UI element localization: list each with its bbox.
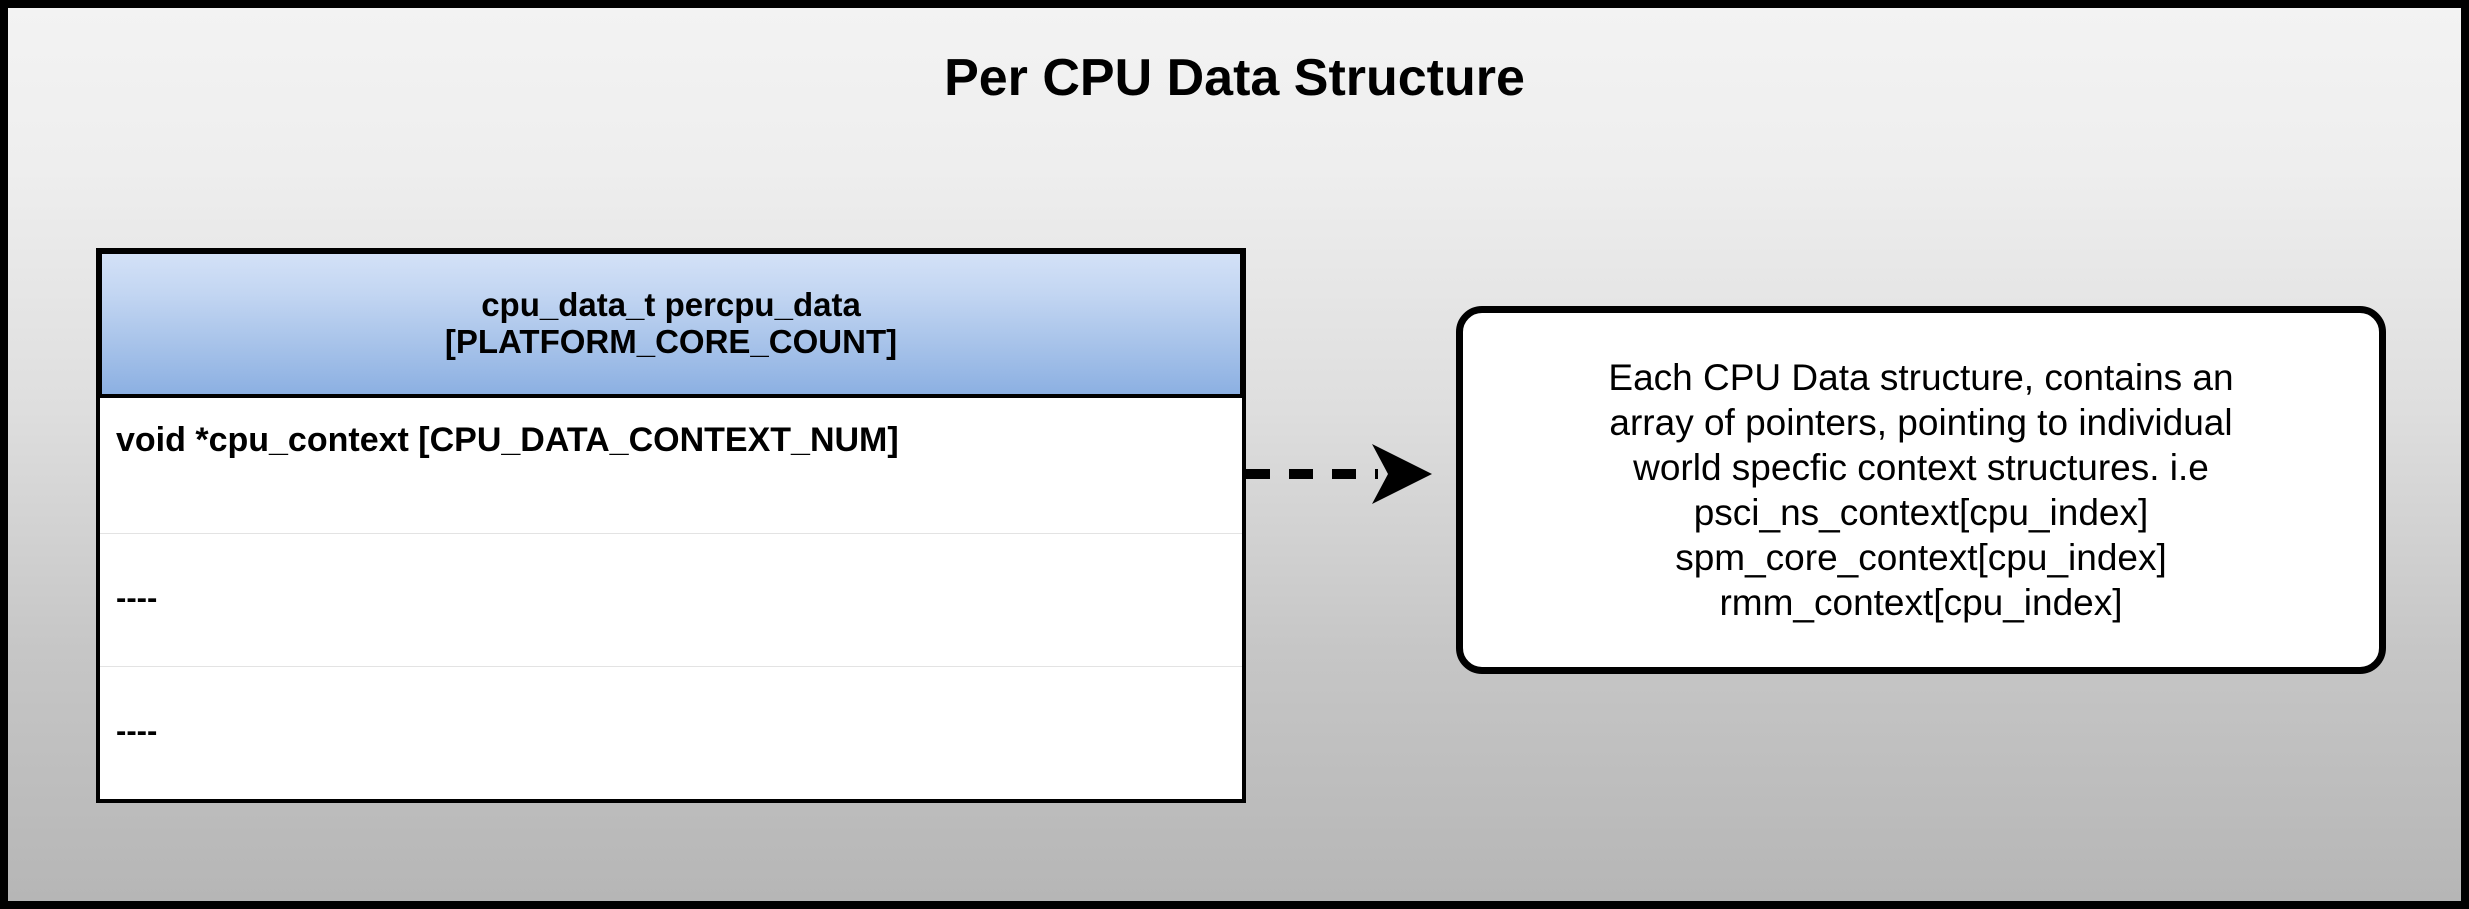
callout-line: spm_core_context[cpu_index] xyxy=(1675,537,2167,579)
table-row: ---- xyxy=(100,533,1242,666)
struct-table-body: void *cpu_context [CPU_DATA_CONTEXT_NUM]… xyxy=(96,398,1246,803)
callout-line: array of pointers, pointing to individua… xyxy=(1609,401,2233,443)
struct-header-line-2: [PLATFORM_CORE_COUNT] xyxy=(444,323,898,360)
table-row: void *cpu_context [CPU_DATA_CONTEXT_NUM] xyxy=(116,421,899,459)
callout-note: Each CPU Data structure, contains an arr… xyxy=(1456,306,2386,674)
dashed-arrow-icon xyxy=(1246,438,1436,510)
table-row: ---- xyxy=(100,666,1242,799)
callout-line: rmm_context[cpu_index] xyxy=(1719,582,2123,624)
callout-line: psci_ns_context[cpu_index] xyxy=(1693,492,2149,533)
callout-line: world specfic context structures. i.e xyxy=(1633,446,2209,488)
page-title: Per CPU Data Structure xyxy=(944,49,1525,107)
percpu-data-struct-table: cpu_data_t percpu_data [PLATFORM_CORE_CO… xyxy=(96,248,1246,803)
struct-table-header: cpu_data_t percpu_data [PLATFORM_CORE_CO… xyxy=(96,248,1246,400)
callout-line: Each CPU Data structure, contains an xyxy=(1608,356,2234,398)
struct-header-line-1: cpu_data_t percpu_data xyxy=(481,286,861,324)
arrow-head xyxy=(1372,444,1432,504)
